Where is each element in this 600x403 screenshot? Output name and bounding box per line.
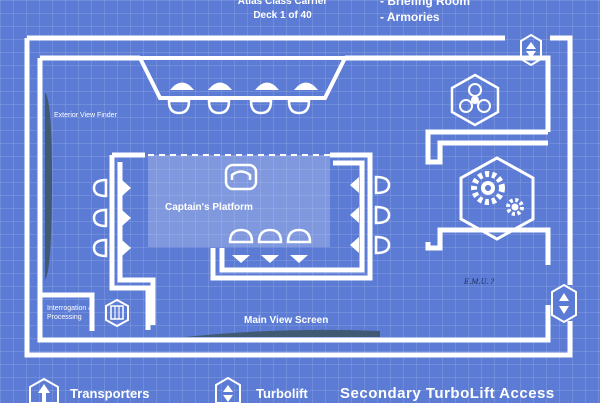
room-wall-right-a (425, 129, 548, 165)
legend-transporters: Transporters (70, 386, 150, 401)
console-arrows-right (350, 177, 359, 253)
exterior-view-finder-label: Exterior View Finder (54, 112, 117, 119)
legend-secondary-turbolift: Secondary TurboLift Access (340, 385, 555, 402)
inner-wall-left-bottom (37, 58, 551, 343)
main-view-screen (185, 329, 380, 337)
chairs-left (92, 178, 108, 258)
exterior-viewfinder-screen (45, 92, 52, 280)
bridge-wall-right (210, 152, 373, 281)
top-console (136, 56, 349, 100)
note-briefing-room: - Briefing Room (380, 0, 470, 8)
console-arrows-bottom (232, 255, 308, 263)
outer-wall-right (550, 35, 573, 285)
legend-turbolift-icon (215, 376, 241, 403)
inner-wall-top-right (345, 55, 551, 132)
ship-class-label: Atlas Class Carrier (237, 0, 328, 7)
interrogation-label: Interrogation & Processing (47, 305, 93, 321)
bridge-wall-left (109, 155, 151, 330)
signature: E.M.U. ? (464, 278, 495, 286)
legend-transporter-icon (29, 377, 59, 403)
console-arrows-left (122, 180, 131, 256)
chairs-platform (228, 228, 312, 244)
chairs-right (374, 175, 391, 255)
main-view-screen-label: Main View Screen (244, 315, 329, 326)
gears-icon (459, 156, 535, 241)
biohazard-icon (450, 73, 500, 127)
room-wall-right-b (425, 227, 551, 265)
captains-chair (224, 163, 258, 191)
pod-wall (40, 292, 95, 331)
deck-label: Deck 1 of 40 (253, 10, 312, 21)
bridge-wall-right-inner (219, 160, 365, 273)
captains-platform-area (148, 155, 330, 247)
legend-turbolift: Turbolift (256, 386, 308, 401)
console-seats-top (170, 82, 318, 90)
bridge-wall-left-inner (117, 162, 156, 325)
note-armories: - Armories (380, 10, 440, 24)
turbolift-icon-right (551, 283, 577, 324)
turbolift-icon-top (520, 33, 542, 67)
transporter-icon (105, 298, 129, 328)
chairs-top (167, 99, 311, 115)
captains-platform-label: Captain's Platform (165, 202, 253, 213)
outer-wall-left-bottom (24, 38, 573, 358)
